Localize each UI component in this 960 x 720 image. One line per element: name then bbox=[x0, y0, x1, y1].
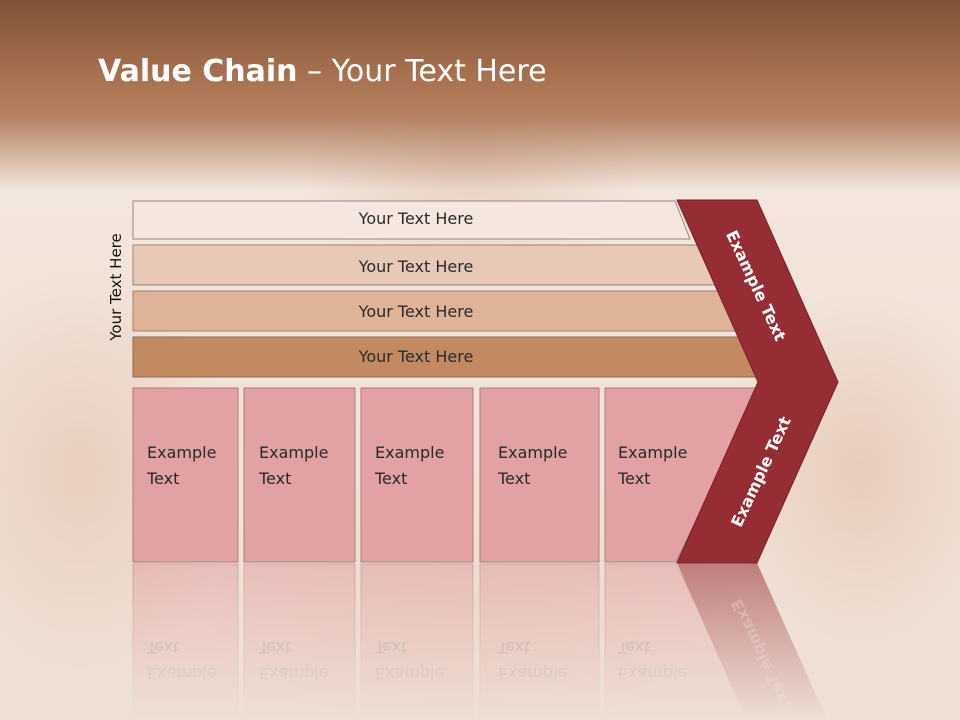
svg-text:Example: Example bbox=[375, 664, 444, 683]
svg-text:Text: Text bbox=[497, 638, 530, 657]
bar-1-label: Your Text Here bbox=[358, 209, 474, 228]
box-3-line1: Example bbox=[375, 443, 444, 462]
box-2-line2: Text bbox=[258, 469, 291, 488]
svg-text:Text: Text bbox=[617, 638, 650, 657]
slide-title: Value Chain – Your Text Here bbox=[98, 54, 547, 89]
box-4-line1: Example bbox=[498, 443, 567, 462]
box-1-line1: Example bbox=[147, 443, 216, 462]
box-5-line2: Text bbox=[617, 469, 650, 488]
box-2 bbox=[243, 387, 356, 563]
box-4-line2: Text bbox=[497, 469, 530, 488]
chevron-group: Example Text Example Text bbox=[676, 199, 839, 564]
svg-text:Example: Example bbox=[259, 664, 328, 683]
boxes-group: Example Text Example Text Example Text E… bbox=[132, 387, 761, 563]
bar-1 bbox=[132, 200, 691, 240]
bar-4-label: Your Text Here bbox=[358, 347, 474, 366]
svg-text:Text: Text bbox=[374, 638, 407, 657]
bar-3-label: Your Text Here bbox=[358, 302, 474, 321]
reflection-group: Example Text Example Text Example Text E… bbox=[132, 563, 828, 720]
header-band bbox=[0, 0, 960, 190]
bar-2-label: Your Text Here bbox=[358, 257, 474, 276]
svg-text:Text: Text bbox=[258, 638, 291, 657]
box-1-line2: Text bbox=[146, 469, 179, 488]
bars-group: Your Text Here Your Text Here Your Text … bbox=[132, 200, 763, 378]
box-2-line1: Example bbox=[259, 443, 328, 462]
svg-text:Example: Example bbox=[618, 664, 687, 683]
chevron-arrow bbox=[676, 199, 839, 564]
box-4 bbox=[479, 387, 600, 563]
box-3 bbox=[360, 387, 474, 563]
box-1 bbox=[132, 387, 239, 563]
svg-text:Example: Example bbox=[147, 664, 216, 683]
box-5-line1: Example bbox=[618, 443, 687, 462]
title-rest: – Your Text Here bbox=[297, 54, 547, 89]
svg-text:Text: Text bbox=[146, 638, 179, 657]
svg-text:Example: Example bbox=[498, 664, 567, 683]
box-3-line2: Text bbox=[374, 469, 407, 488]
title-bold: Value Chain bbox=[98, 54, 298, 89]
box-5 bbox=[604, 387, 761, 563]
